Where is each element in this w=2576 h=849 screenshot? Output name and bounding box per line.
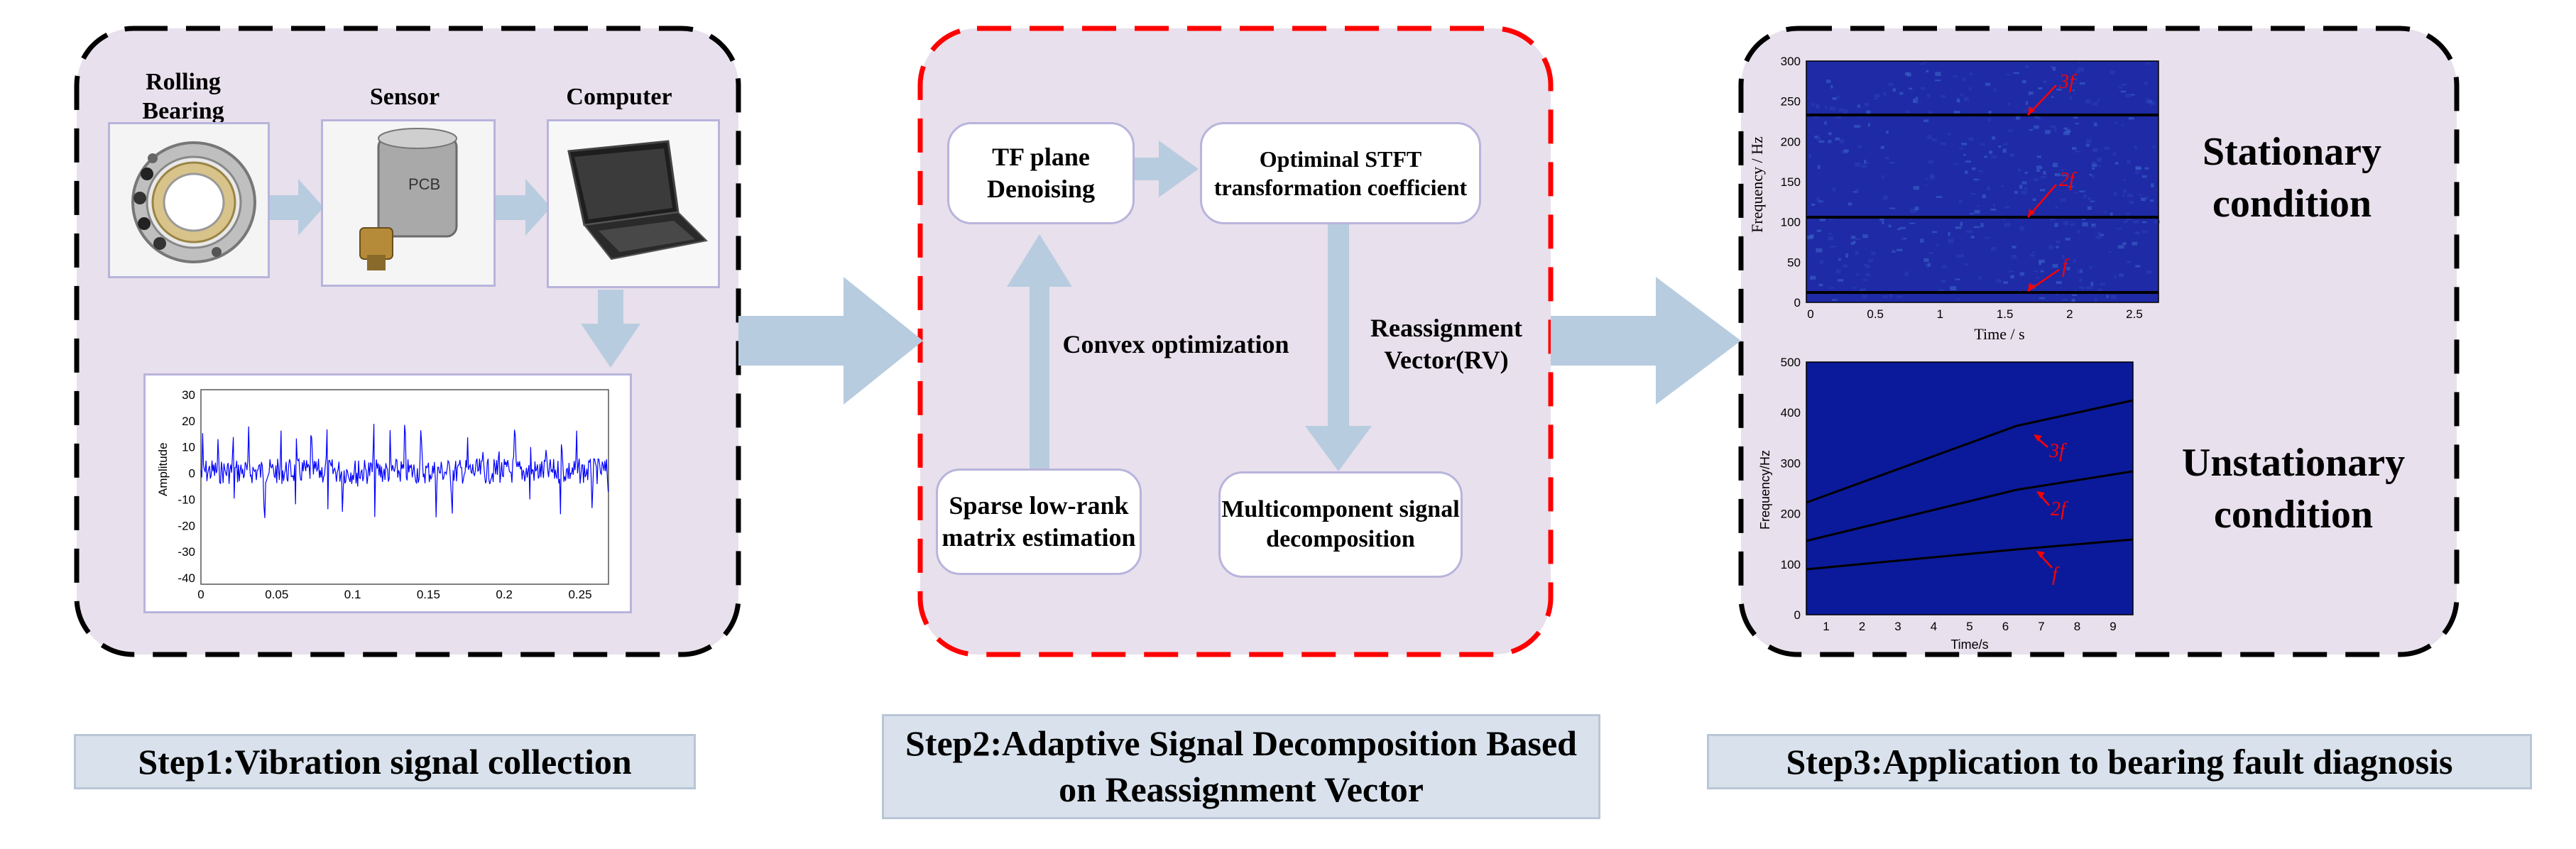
- arrow-bearing-to-sensor: [268, 179, 324, 236]
- bottom-xlabel: Time/s: [1950, 637, 1988, 652]
- bottom-ann-3f: 3f: [2048, 440, 2067, 462]
- bearing-label: Rolling Bearing: [142, 69, 224, 124]
- bottom-x-tick: 8: [2074, 620, 2080, 633]
- bottom-ylabel: Frequency/Hz: [1758, 450, 1772, 530]
- signal-y-tick: 30: [182, 388, 195, 402]
- signal-y-tick: -20: [178, 519, 195, 532]
- bottom-x-tick: 6: [2002, 620, 2009, 633]
- laptop-icon: [549, 121, 718, 286]
- top-xlabel: Time / s: [1974, 325, 2024, 343]
- signal-y-tick: -30: [178, 545, 195, 559]
- top-ylabel: Frequency / Hz: [1748, 136, 1766, 233]
- bearing-image: [108, 122, 270, 278]
- stationary-spectrogram: 300 250 200 150 100 50 0 0 0.5 1 1.5 2 2.5 Time / s…: [1748, 55, 2160, 343]
- multicomponent-box: Multicomponent signal decomposition: [1218, 471, 1463, 578]
- top-y-tick: 300: [1781, 55, 1801, 68]
- signal-x-tick: 0.2: [496, 588, 513, 601]
- bottom-y-tick: 400: [1781, 406, 1801, 420]
- arrow-computer-to-signal: [581, 290, 640, 368]
- signal-x-tick: 0.25: [568, 588, 591, 601]
- stationary-label: Stationary condition: [2203, 130, 2381, 226]
- top-y-tick: 50: [1787, 256, 1801, 269]
- signal-y-tick: 20: [182, 415, 195, 428]
- signal-x-tick: 0.05: [265, 588, 288, 601]
- bearing-icon: [110, 124, 268, 276]
- bottom-x-tick: 7: [2038, 620, 2044, 633]
- arrow-step2-to-step3: [1551, 277, 1741, 405]
- arrow-step1-to-step2: [738, 277, 923, 405]
- top-y-tick: 150: [1781, 175, 1801, 189]
- bottom-x-tick: 4: [1931, 620, 1937, 633]
- top-x-tick: 2: [2066, 307, 2073, 321]
- bottom-ann-f: f: [2052, 564, 2060, 586]
- bottom-x-tick: 1: [1823, 620, 1829, 633]
- bottom-y-tick: 200: [1781, 508, 1801, 521]
- top-y-tick: 100: [1781, 216, 1801, 229]
- bottom-y-tick: 300: [1781, 456, 1801, 470]
- stft-box: Optiminal STFT transformation coefficien…: [1200, 122, 1481, 224]
- rv-label: Reassignment Vector(RV): [1370, 314, 1522, 374]
- svg-text:PCB: PCB: [408, 175, 440, 193]
- bottom-x-tick: 5: [1966, 620, 1972, 633]
- sensor-label: Sensor: [369, 84, 440, 110]
- top-x-tick: 0: [1807, 307, 1813, 321]
- arrow-denoise-to-stft: [1135, 141, 1199, 197]
- signal-y-tick: -40: [178, 571, 195, 585]
- bottom-ann-2f: 2f: [2051, 498, 2068, 520]
- step2-caption: Step2:Adaptive Signal Decomposition Base…: [882, 714, 1600, 819]
- bottom-x-tick: 3: [1894, 620, 1901, 633]
- arrow-sparse-up: [1007, 234, 1072, 469]
- bottom-y-tick: 100: [1781, 558, 1801, 571]
- arrow-sensor-to-computer: [494, 179, 551, 236]
- signal-y-tick: 0: [189, 467, 195, 481]
- arrow-rv-down: [1305, 224, 1372, 471]
- top-x-tick: 0.5: [1867, 307, 1884, 321]
- signal-y-tick: 10: [182, 441, 195, 454]
- top-ann-f: f: [2062, 256, 2070, 278]
- bottom-x-tick: 2: [1859, 620, 1865, 633]
- step3-caption: Step3:Application to bearing fault diagn…: [1707, 734, 2532, 789]
- unstationary-spectrogram: 500 400 300 200 100 0 1 2 3 4 5 6 7 8 9 Time/s Freque…: [1758, 356, 2134, 652]
- sensor-icon: PCB: [323, 121, 493, 285]
- sensor-image: PCB: [321, 119, 496, 287]
- sparse-box: Sparse low-rank matrix estimation: [936, 469, 1142, 575]
- computer-label: Computer: [566, 84, 672, 110]
- top-y-tick: 0: [1794, 296, 1801, 310]
- bottom-y-tick: 500: [1781, 356, 1801, 369]
- bottom-y-tick: 0: [1794, 608, 1801, 622]
- signal-y-tick: -10: [178, 493, 195, 506]
- bottom-x-tick: 9: [2110, 620, 2116, 633]
- computer-image: [547, 119, 720, 288]
- signal-x-tick: 0.15: [417, 588, 440, 601]
- top-y-tick: 250: [1781, 95, 1801, 109]
- convex-optimization-label: Convex optimization: [1062, 330, 1289, 358]
- svg-text:Amplitude: Amplitude: [156, 442, 170, 496]
- unstationary-label: Unstationary condition: [2181, 441, 2406, 537]
- top-x-tick: 2.5: [2126, 307, 2143, 321]
- top-ann-3f: 3f: [2058, 71, 2077, 93]
- top-x-tick: 1: [1937, 307, 1943, 321]
- top-ann-2f: 2f: [2059, 169, 2077, 191]
- tf-denoise-box: TF plane Denoising: [947, 122, 1135, 224]
- top-x-tick: 1.5: [1997, 307, 2014, 321]
- step1-caption: Step1:Vibration signal collection: [74, 734, 696, 789]
- signal-x-tick: 0: [197, 588, 204, 601]
- top-y-tick: 200: [1781, 135, 1801, 148]
- signal-x-tick: 0.1: [344, 588, 361, 601]
